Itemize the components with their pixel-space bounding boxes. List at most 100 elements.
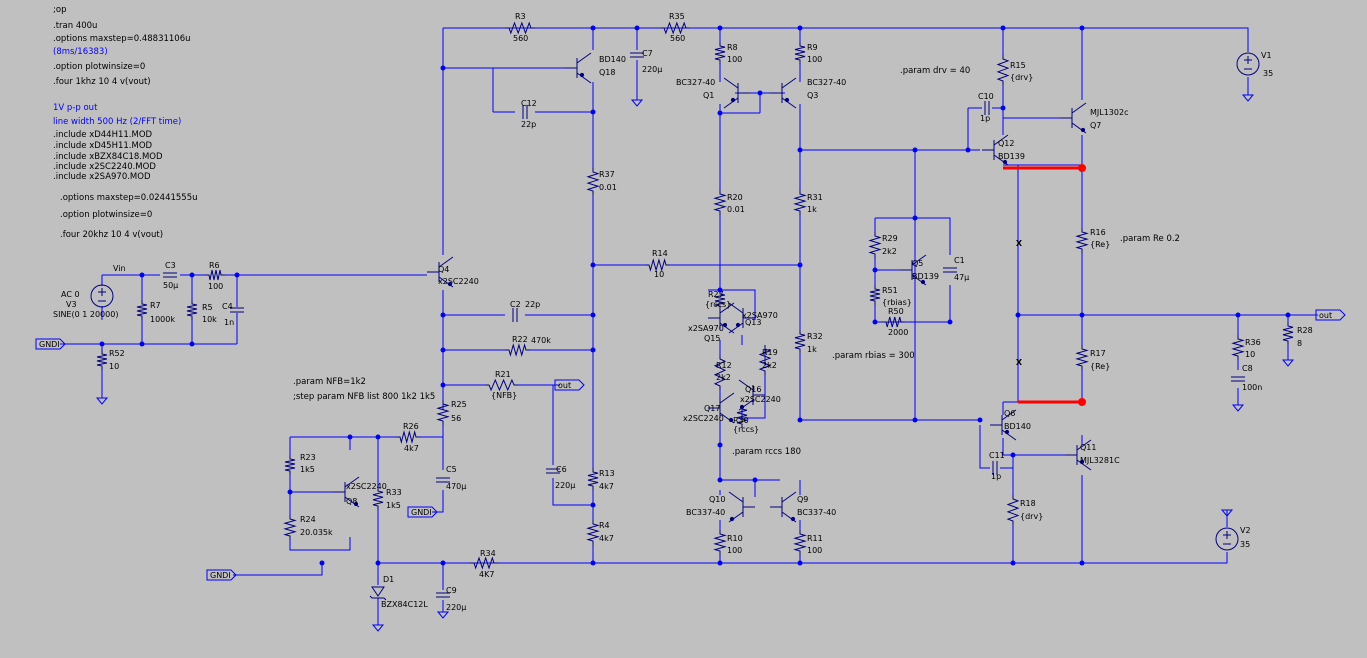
transistor-q10[interactable] (728, 491, 755, 523)
resistor-r52[interactable] (96, 350, 108, 370)
resistor-r5[interactable] (186, 300, 198, 320)
resistor-r35[interactable] (660, 21, 690, 35)
transistor-q11[interactable] (1065, 439, 1092, 471)
capacitor-c1[interactable] (943, 267, 957, 273)
capacitor-c2[interactable] (512, 308, 518, 322)
transistor-q17[interactable] (708, 392, 735, 424)
capacitor-c5[interactable] (436, 477, 450, 483)
directive-8[interactable]: line width 500 Hz (2/FFT time) (53, 117, 182, 127)
resistor-r6[interactable] (205, 269, 225, 281)
directive-1[interactable]: ;op (53, 5, 67, 15)
resistor-r16[interactable] (1075, 228, 1089, 253)
resistor-r21[interactable] (485, 378, 518, 392)
resistor-r3[interactable] (505, 21, 535, 35)
resistor-r18[interactable] (1006, 495, 1020, 525)
directive-6[interactable]: .four 1khz 10 4 v(vout) (53, 77, 151, 87)
directive-10[interactable]: .include xD45H11.MOD (53, 141, 153, 151)
resistor-r9[interactable] (794, 42, 806, 64)
net-tag-out-feedback[interactable] (554, 379, 585, 391)
capacitor-c12[interactable] (522, 105, 528, 119)
resistor-r36[interactable] (1231, 335, 1245, 360)
net-tag-gndi-input[interactable] (35, 338, 66, 350)
resistor-r28[interactable] (1282, 322, 1294, 345)
transistor-q4[interactable] (427, 256, 454, 288)
transistor-q12[interactable] (982, 134, 1009, 166)
transistor-q18[interactable] (565, 52, 592, 84)
transistor-q5[interactable] (900, 254, 927, 286)
resistor-r31[interactable] (793, 190, 807, 215)
resistor-r23[interactable] (284, 455, 296, 475)
resistor-r19[interactable] (758, 345, 772, 375)
directive-13[interactable]: .include x2SA970.MOD (53, 172, 151, 182)
resistor-r8[interactable] (714, 42, 726, 64)
net-tag-gndi-r24[interactable] (206, 569, 237, 581)
transistor-q8[interactable] (333, 476, 360, 508)
resistor-r11[interactable] (793, 530, 807, 555)
resistor-r13[interactable] (587, 468, 599, 490)
resistor-r30[interactable] (736, 405, 748, 428)
directive-3[interactable]: .options maxstep=0.48831106u (53, 34, 191, 44)
resistor-r29[interactable] (868, 232, 882, 258)
directive-5[interactable]: .option plotwinsize=0 (53, 62, 146, 72)
voltage-source-v3[interactable] (90, 284, 114, 308)
directive-12[interactable]: .include x2SC2240.MOD (53, 162, 156, 172)
directive-7[interactable]: 1V p-p out (53, 103, 98, 113)
label-r27: R27 (708, 290, 724, 299)
directive-15[interactable]: .option plotwinsize=0 (60, 210, 153, 220)
capacitor-c7[interactable] (630, 52, 644, 58)
resistor-r15[interactable] (996, 55, 1010, 85)
transistor-q3[interactable] (770, 77, 797, 109)
resistor-r20[interactable] (713, 190, 727, 215)
transistor-q1[interactable] (723, 77, 750, 109)
transistor-q16[interactable] (738, 379, 765, 411)
resistor-r7[interactable] (136, 300, 148, 320)
resistor-r51[interactable] (869, 285, 881, 305)
transistor-q15[interactable] (708, 302, 735, 334)
wire-51 (289, 537, 351, 551)
resistor-r14[interactable] (645, 258, 670, 272)
directive-21[interactable]: .param rbias = 300 (832, 351, 915, 361)
capacitor-c6[interactable] (546, 468, 560, 474)
capacitor-c3[interactable] (163, 272, 177, 278)
directive-18[interactable]: ;step param NFB list 800 1k2 1k5 (293, 392, 436, 402)
directive-2[interactable]: .tran 400u (53, 21, 98, 31)
directive-14[interactable]: .options maxstep=0.02441555u (60, 193, 198, 203)
transistor-q6[interactable] (990, 409, 1017, 441)
directive-20[interactable]: .param Re 0.2 (1120, 234, 1180, 244)
directive-22[interactable]: .param rccs 180 (732, 447, 802, 457)
directive-11[interactable]: .include xBZX84C18.MOD (53, 152, 163, 162)
net-tag-out-output[interactable] (1315, 309, 1346, 321)
voltage-source-v1[interactable] (1236, 52, 1260, 76)
directive-9[interactable]: .include xD44H11.MOD (53, 130, 153, 140)
capacitor-c4[interactable] (230, 307, 244, 313)
directive-17[interactable]: .param NFB=1k2 (293, 377, 366, 387)
zener-diode-d1[interactable] (369, 586, 387, 601)
transistor-q9[interactable] (770, 491, 797, 523)
transistor-q7[interactable] (1060, 102, 1087, 134)
resistor-r10[interactable] (713, 530, 727, 555)
capacitor-c9[interactable] (436, 592, 450, 598)
directive-16[interactable]: .four 20khz 10 4 v(vout) (60, 230, 164, 240)
resistor-r24[interactable] (283, 515, 297, 540)
directive-4[interactable]: (8ms/16383) (53, 47, 108, 57)
transistor-q13[interactable] (728, 302, 755, 334)
resistor-r22[interactable] (505, 343, 530, 357)
capacitor-c10[interactable] (984, 101, 990, 115)
resistor-r34[interactable] (470, 556, 498, 570)
resistor-r32[interactable] (794, 330, 806, 353)
resistor-r25[interactable] (436, 400, 450, 425)
resistor-r37[interactable] (586, 168, 600, 195)
resistor-r50[interactable] (882, 316, 905, 328)
resistor-r4[interactable] (586, 520, 600, 545)
resistor-r12[interactable] (713, 355, 727, 390)
directive-19[interactable]: .param drv = 40 (900, 66, 971, 76)
resistor-r17[interactable] (1075, 345, 1089, 370)
capacitor-c8[interactable] (1231, 376, 1245, 382)
net-tag-gndi-c5[interactable] (407, 506, 438, 518)
resistor-r27[interactable] (714, 290, 726, 310)
resistor-r33[interactable] (372, 487, 384, 510)
resistor-r26[interactable] (396, 430, 420, 444)
capacitor-c11[interactable] (992, 461, 998, 475)
voltage-source-v2[interactable] (1215, 527, 1239, 551)
